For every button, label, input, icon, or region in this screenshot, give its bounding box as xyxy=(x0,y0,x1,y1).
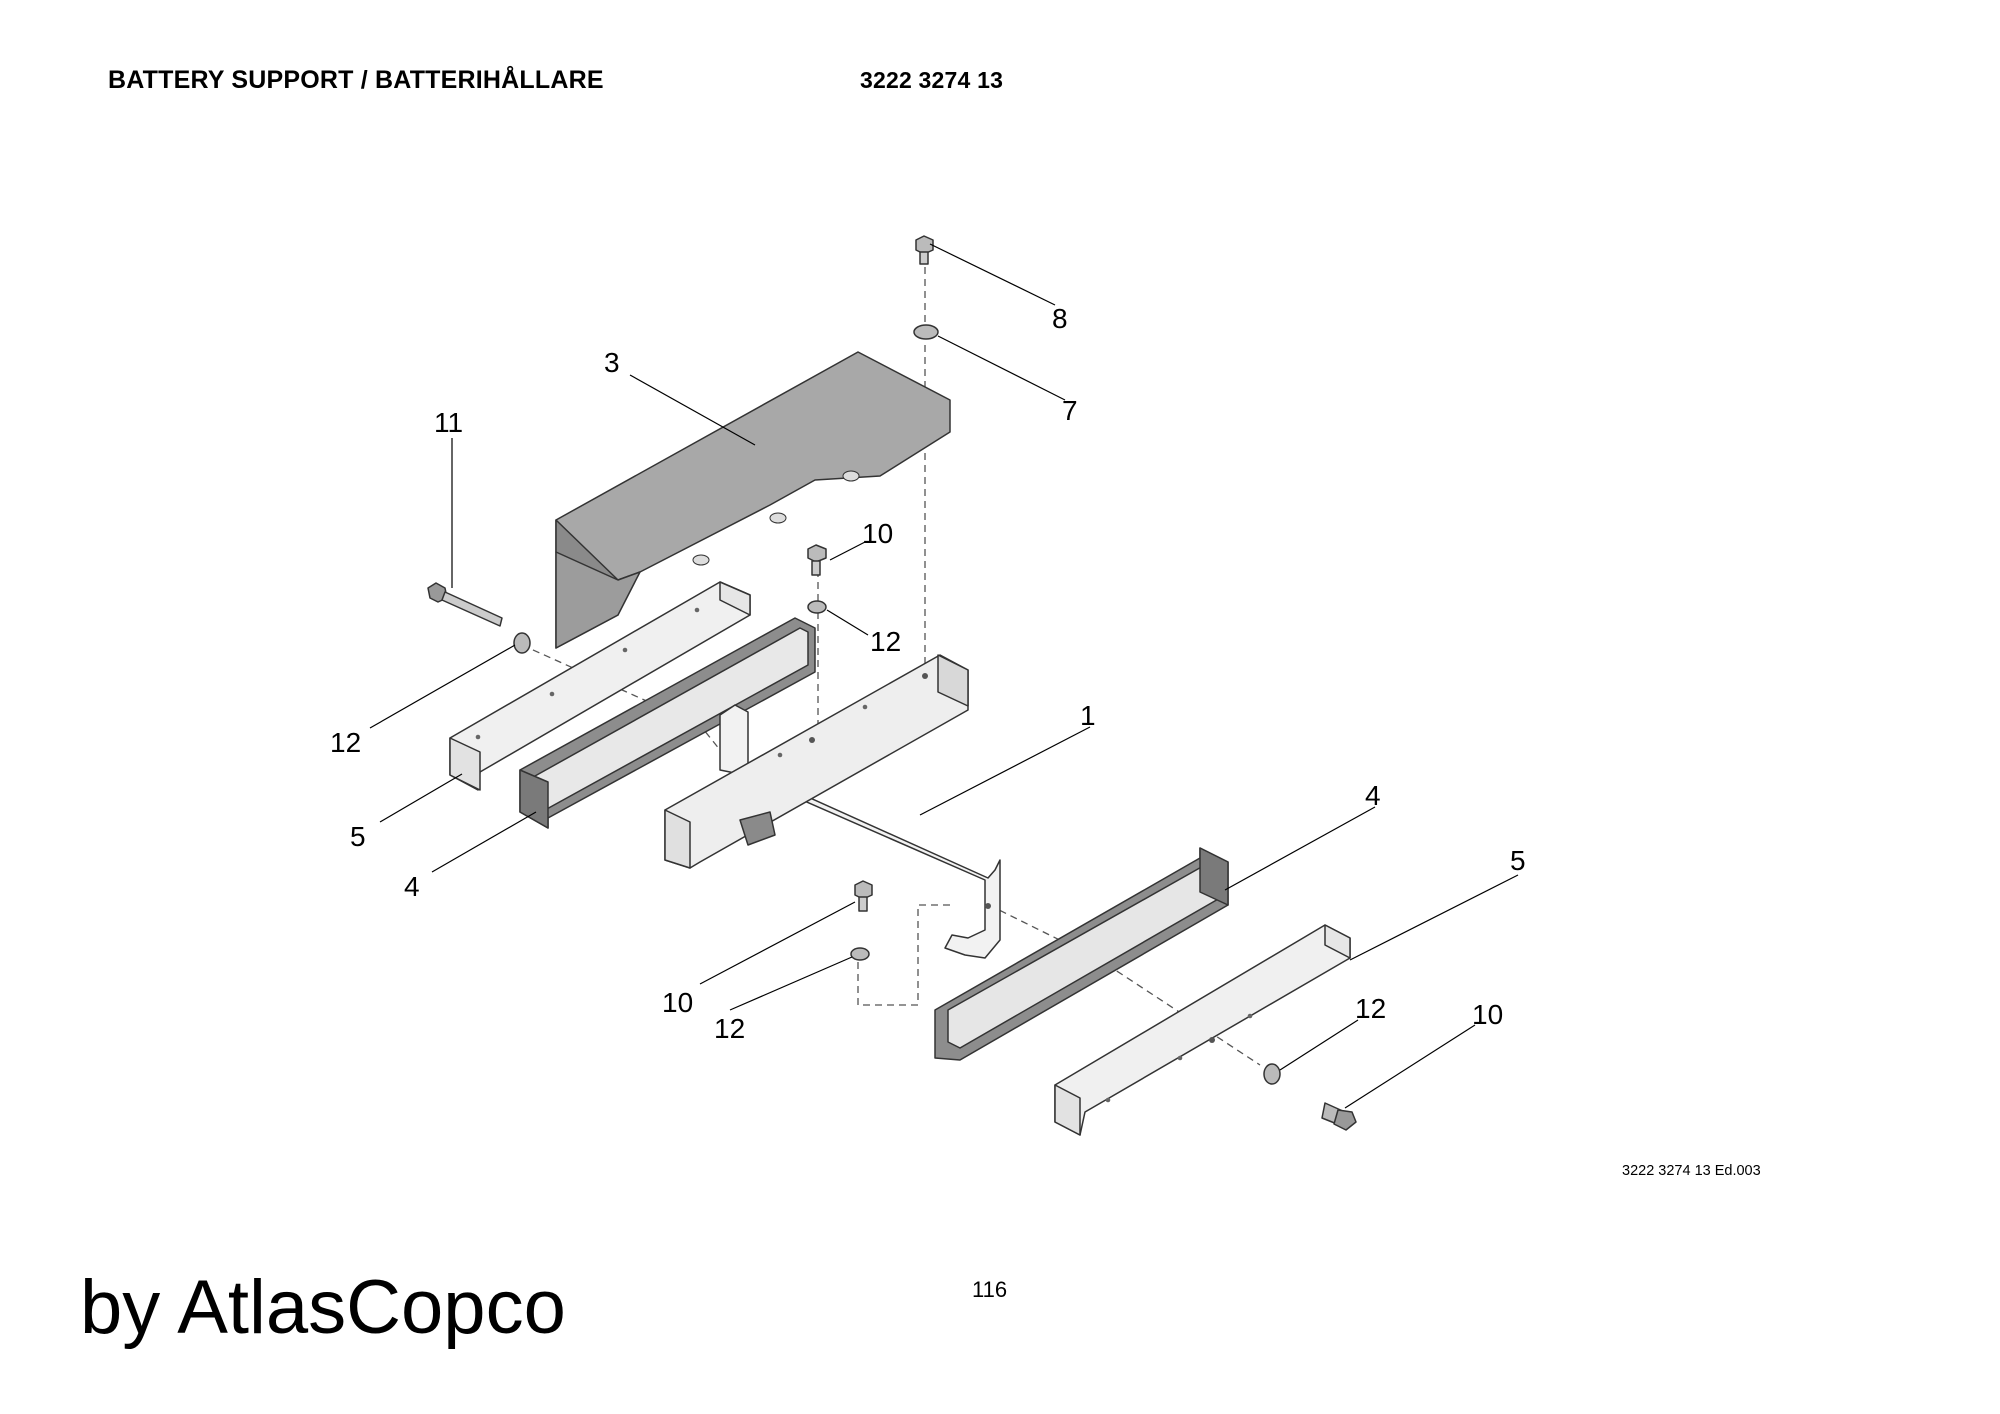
page-number: 116 xyxy=(972,1277,1008,1302)
callout-8: 8 xyxy=(1052,303,1068,334)
fasteners xyxy=(427,235,1357,1131)
part-10-bolt-right xyxy=(1321,1102,1357,1131)
part-10-bolt-top xyxy=(807,544,827,576)
part-4-left-rail xyxy=(519,617,816,829)
callout-12-left: 12 xyxy=(330,727,361,758)
part-11-long-bolt xyxy=(427,582,503,627)
callout-10-right: 10 xyxy=(1472,999,1503,1030)
part-3-top-cover xyxy=(555,351,951,649)
callout-4-left: 4 xyxy=(404,871,420,902)
page-title: BATTERY SUPPORT / BATTERIHÅLLARE xyxy=(108,66,604,94)
part-4-right-rail xyxy=(934,847,1229,1061)
callout-5-right: 5 xyxy=(1510,845,1526,876)
part-1-frame xyxy=(664,654,1001,959)
leader-lines xyxy=(369,243,1519,1109)
callout-12-top: 12 xyxy=(870,626,901,657)
callout-1: 1 xyxy=(1080,700,1096,731)
part-10-bolt-bottom xyxy=(854,880,873,912)
part-7-washer xyxy=(913,324,939,340)
part-12-washer-bottom xyxy=(850,947,870,961)
part-number: 3222 3274 13 xyxy=(860,67,1004,93)
part-5-right-rail xyxy=(1054,924,1351,1136)
callout-11: 11 xyxy=(434,407,463,438)
part-8-bolt xyxy=(915,235,934,265)
callout-4-right: 4 xyxy=(1365,780,1381,811)
part-12-washer-top xyxy=(807,600,827,614)
edition-label: 3222 3274 13 Ed.003 xyxy=(1622,1163,1761,1179)
callout-5-left: 5 xyxy=(350,821,366,852)
callout-7: 7 xyxy=(1062,395,1078,426)
callout-12-bottom: 12 xyxy=(714,1013,745,1044)
callout-labels: 8 7 3 11 10 12 12 1 5 4 4 5 10 12 12 10 xyxy=(330,303,1526,1044)
callout-3: 3 xyxy=(604,347,620,378)
callout-10-bottom: 10 xyxy=(662,987,693,1018)
callout-10-top: 10 xyxy=(862,518,893,549)
callout-12-right: 12 xyxy=(1355,993,1386,1024)
part-12-washer-right xyxy=(1263,1063,1281,1085)
brand-watermark: by AtlasCopco xyxy=(80,1265,566,1350)
part-12-washer-left xyxy=(513,632,531,654)
